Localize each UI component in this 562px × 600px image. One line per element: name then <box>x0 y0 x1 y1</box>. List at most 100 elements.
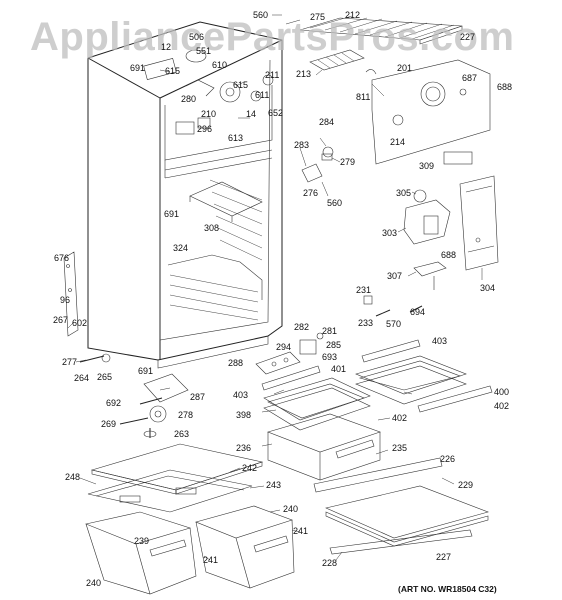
callout-281: 281 <box>322 326 337 336</box>
crisper-cover <box>87 443 264 513</box>
callout-687: 687 <box>462 73 477 83</box>
callout-267: 267 <box>53 315 68 325</box>
callout-402: 402 <box>392 413 407 423</box>
callout-240b: 240 <box>86 578 101 588</box>
callout-613: 613 <box>228 133 243 143</box>
refrigerator-cabinet <box>63 21 283 369</box>
callout-811: 811 <box>356 92 370 102</box>
callout-228: 228 <box>322 558 337 568</box>
callout-12: 12 <box>161 42 171 52</box>
callout-403: 403 <box>432 336 447 346</box>
callout-269: 269 <box>101 419 116 429</box>
callout-229: 229 <box>458 480 473 490</box>
callout-676: 676 <box>54 253 69 263</box>
light-shield-panel <box>365 59 491 165</box>
callout-labels: 560 275 212 227 506 12 551 691 615 610 2… <box>53 10 512 588</box>
callout-284: 284 <box>319 117 334 127</box>
callout-241: 241 <box>293 526 308 536</box>
callout-243: 243 <box>266 480 281 490</box>
callout-309: 309 <box>419 161 434 171</box>
callout-403b: 403 <box>233 390 248 400</box>
callout-615b: 615 <box>233 80 248 90</box>
callout-239: 239 <box>134 536 149 546</box>
callout-227: 227 <box>460 32 475 42</box>
callout-610: 610 <box>212 60 227 70</box>
leader-lines <box>67 14 483 561</box>
callout-304: 304 <box>480 283 495 293</box>
callout-240: 240 <box>283 504 298 514</box>
callout-231: 231 <box>356 285 371 295</box>
callout-692: 692 <box>106 398 121 408</box>
glass-shelves <box>263 355 467 431</box>
callout-693: 693 <box>322 352 337 362</box>
callout-264: 264 <box>74 373 89 383</box>
callout-248: 248 <box>65 472 80 482</box>
callout-560: 560 <box>253 10 268 20</box>
callout-296: 296 <box>197 124 212 134</box>
callout-551: 551 <box>196 46 211 56</box>
callout-201: 201 <box>397 63 412 73</box>
vegetable-pans <box>84 505 295 595</box>
callout-96: 96 <box>60 295 70 305</box>
callout-278: 278 <box>178 410 193 420</box>
callout-214: 214 <box>390 137 405 147</box>
shelf-rails <box>261 339 493 555</box>
callout-241b: 241 <box>203 555 218 565</box>
lower-left-hardware <box>119 332 324 438</box>
callout-694: 694 <box>410 307 425 317</box>
callout-688b: 688 <box>441 250 456 260</box>
art-number: (ART NO. WR18504 C32) <box>398 584 497 594</box>
callout-688: 688 <box>497 82 512 92</box>
callout-506: 506 <box>189 32 204 42</box>
callout-611: 611 <box>255 90 269 100</box>
callout-211: 211 <box>265 70 279 80</box>
callout-400: 400 <box>494 387 509 397</box>
bottom-glass-shelf <box>325 485 489 547</box>
callout-615: 615 <box>165 66 180 76</box>
callout-560b: 560 <box>327 198 342 208</box>
callout-213: 213 <box>296 69 311 79</box>
callout-402b: 402 <box>494 401 509 411</box>
top-wire-shelf <box>299 15 463 45</box>
callout-235: 235 <box>392 443 407 453</box>
callout-279: 279 <box>340 157 355 167</box>
callout-283: 283 <box>294 140 309 150</box>
callout-233: 233 <box>358 318 373 328</box>
callout-212: 212 <box>345 10 360 20</box>
callout-398: 398 <box>236 410 251 420</box>
watermark-text: AppliancePartsPros.com <box>30 15 515 59</box>
callout-280: 280 <box>181 94 196 104</box>
ice-tray <box>309 49 365 71</box>
callout-236: 236 <box>236 443 251 453</box>
callout-691c: 691 <box>138 366 153 376</box>
callout-275: 275 <box>310 12 325 22</box>
callout-263: 263 <box>174 429 189 439</box>
callout-691b: 691 <box>164 209 179 219</box>
callout-288: 288 <box>228 358 243 368</box>
callout-307: 307 <box>387 271 402 281</box>
callout-226: 226 <box>440 454 455 464</box>
callout-401: 401 <box>331 364 346 374</box>
callout-305: 305 <box>396 188 411 198</box>
callout-287: 287 <box>190 392 205 402</box>
callout-285: 285 <box>326 340 341 350</box>
callout-265: 265 <box>97 372 112 382</box>
callout-652: 652 <box>268 108 283 118</box>
callout-14: 14 <box>246 109 256 119</box>
crisper-drawer-236 <box>267 413 381 481</box>
callout-303: 303 <box>382 228 397 238</box>
callout-277: 277 <box>62 357 77 367</box>
callout-276: 276 <box>303 188 318 198</box>
callout-308: 308 <box>204 223 219 233</box>
callout-570: 570 <box>386 319 401 329</box>
callout-324: 324 <box>173 243 188 253</box>
callout-691: 691 <box>130 63 145 73</box>
callout-282: 282 <box>294 322 309 332</box>
callout-210: 210 <box>201 109 216 119</box>
callout-602: 602 <box>72 318 87 328</box>
middle-right-parts <box>301 146 499 317</box>
callout-242: 242 <box>242 463 257 473</box>
callout-294: 294 <box>276 342 291 352</box>
callout-227b: 227 <box>436 552 451 562</box>
